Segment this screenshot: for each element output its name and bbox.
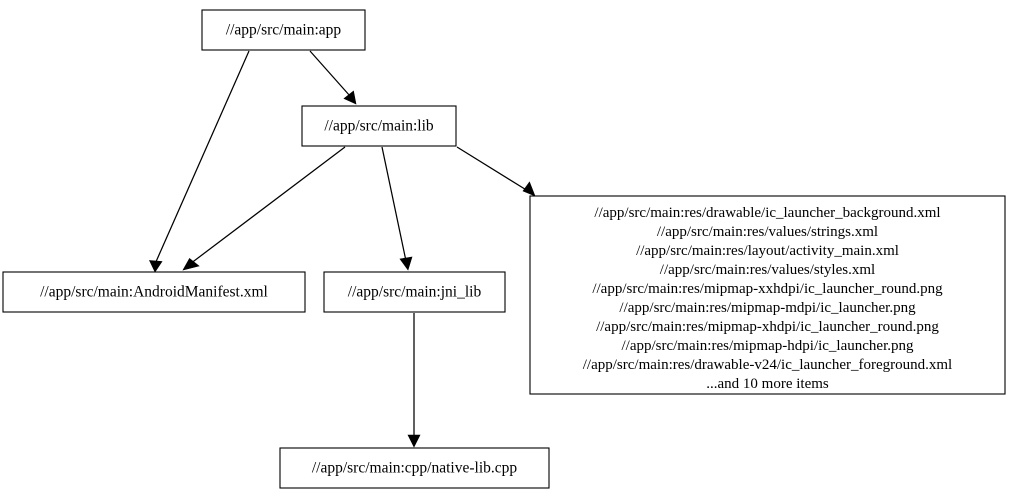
edge-lib-to-res bbox=[456, 146, 536, 197]
node-res-line-3: //app/src/main:res/layout/activity_main.… bbox=[636, 243, 899, 259]
node-label: //app/src/main:cpp/native-lib.cpp bbox=[312, 460, 518, 477]
node-res-collection[interactable]: //app/src/main:res/drawable/ic_launcher_… bbox=[529, 195, 1006, 395]
node-label: //app/src/main:app bbox=[226, 22, 342, 39]
edge-app-to-lib bbox=[309, 50, 357, 105]
node-res-line-4: //app/src/main:res/values/styles.xml bbox=[660, 262, 875, 278]
node-res-line-8: //app/src/main:res/mipmap-hdpi/ic_launch… bbox=[621, 338, 914, 354]
arrowhead-icon bbox=[407, 434, 421, 448]
node-box[interactable] bbox=[279, 447, 550, 489]
arrowhead-icon bbox=[522, 181, 536, 197]
edge-line bbox=[309, 50, 351, 97]
node-box[interactable] bbox=[201, 9, 366, 51]
edge-line bbox=[381, 146, 407, 262]
node-res-line-9: //app/src/main:res/drawable-v24/ic_launc… bbox=[583, 357, 952, 373]
edge-lib-to-jni-lib bbox=[381, 146, 413, 271]
node-app[interactable]: //app/src/main:app bbox=[201, 9, 366, 51]
node-res-line-1: //app/src/main:res/drawable/ic_launcher_… bbox=[594, 205, 940, 221]
node-box[interactable] bbox=[529, 195, 1006, 395]
edge-line bbox=[189, 146, 346, 265]
arrowhead-icon bbox=[399, 256, 413, 271]
node-label: //app/src/main:AndroidManifest.xml bbox=[40, 284, 268, 301]
node-native-lib-cpp[interactable]: //app/src/main:cpp/native-lib.cpp bbox=[279, 447, 550, 489]
edge-line bbox=[456, 146, 529, 192]
edge-line bbox=[154, 50, 250, 265]
node-res-line-6: //app/src/main:res/mipmap-mdpi/ic_launch… bbox=[619, 300, 916, 316]
node-res-line-5: //app/src/main:res/mipmap-xxhdpi/ic_laun… bbox=[592, 281, 943, 297]
node-label: //app/src/main:jni_lib bbox=[348, 284, 482, 301]
node-res-line-10-more-items: ...and 10 more items bbox=[706, 376, 829, 392]
node-res-line-2: //app/src/main:res/values/strings.xml bbox=[657, 224, 878, 240]
edge-jni-lib-to-native-lib bbox=[407, 313, 421, 448]
node-box[interactable] bbox=[323, 271, 506, 313]
arrowhead-icon bbox=[182, 258, 200, 271]
nodes-layer: //app/src/main:app //app/src/main:lib //… bbox=[2, 9, 1006, 489]
node-box[interactable] bbox=[301, 105, 457, 147]
edge-app-to-manifest bbox=[149, 50, 250, 273]
edges-layer bbox=[149, 50, 536, 448]
node-android-manifest[interactable]: //app/src/main:AndroidManifest.xml bbox=[2, 271, 306, 313]
arrowhead-icon bbox=[343, 90, 357, 105]
node-box[interactable] bbox=[2, 271, 306, 313]
node-res-line-7: //app/src/main:res/mipmap-xhdpi/ic_launc… bbox=[596, 319, 939, 335]
edge-lib-to-manifest bbox=[182, 146, 346, 271]
node-label: //app/src/main:lib bbox=[324, 118, 434, 135]
node-jni-lib[interactable]: //app/src/main:jni_lib bbox=[323, 271, 506, 313]
node-lib[interactable]: //app/src/main:lib bbox=[301, 105, 457, 147]
arrowhead-icon bbox=[149, 260, 163, 273]
